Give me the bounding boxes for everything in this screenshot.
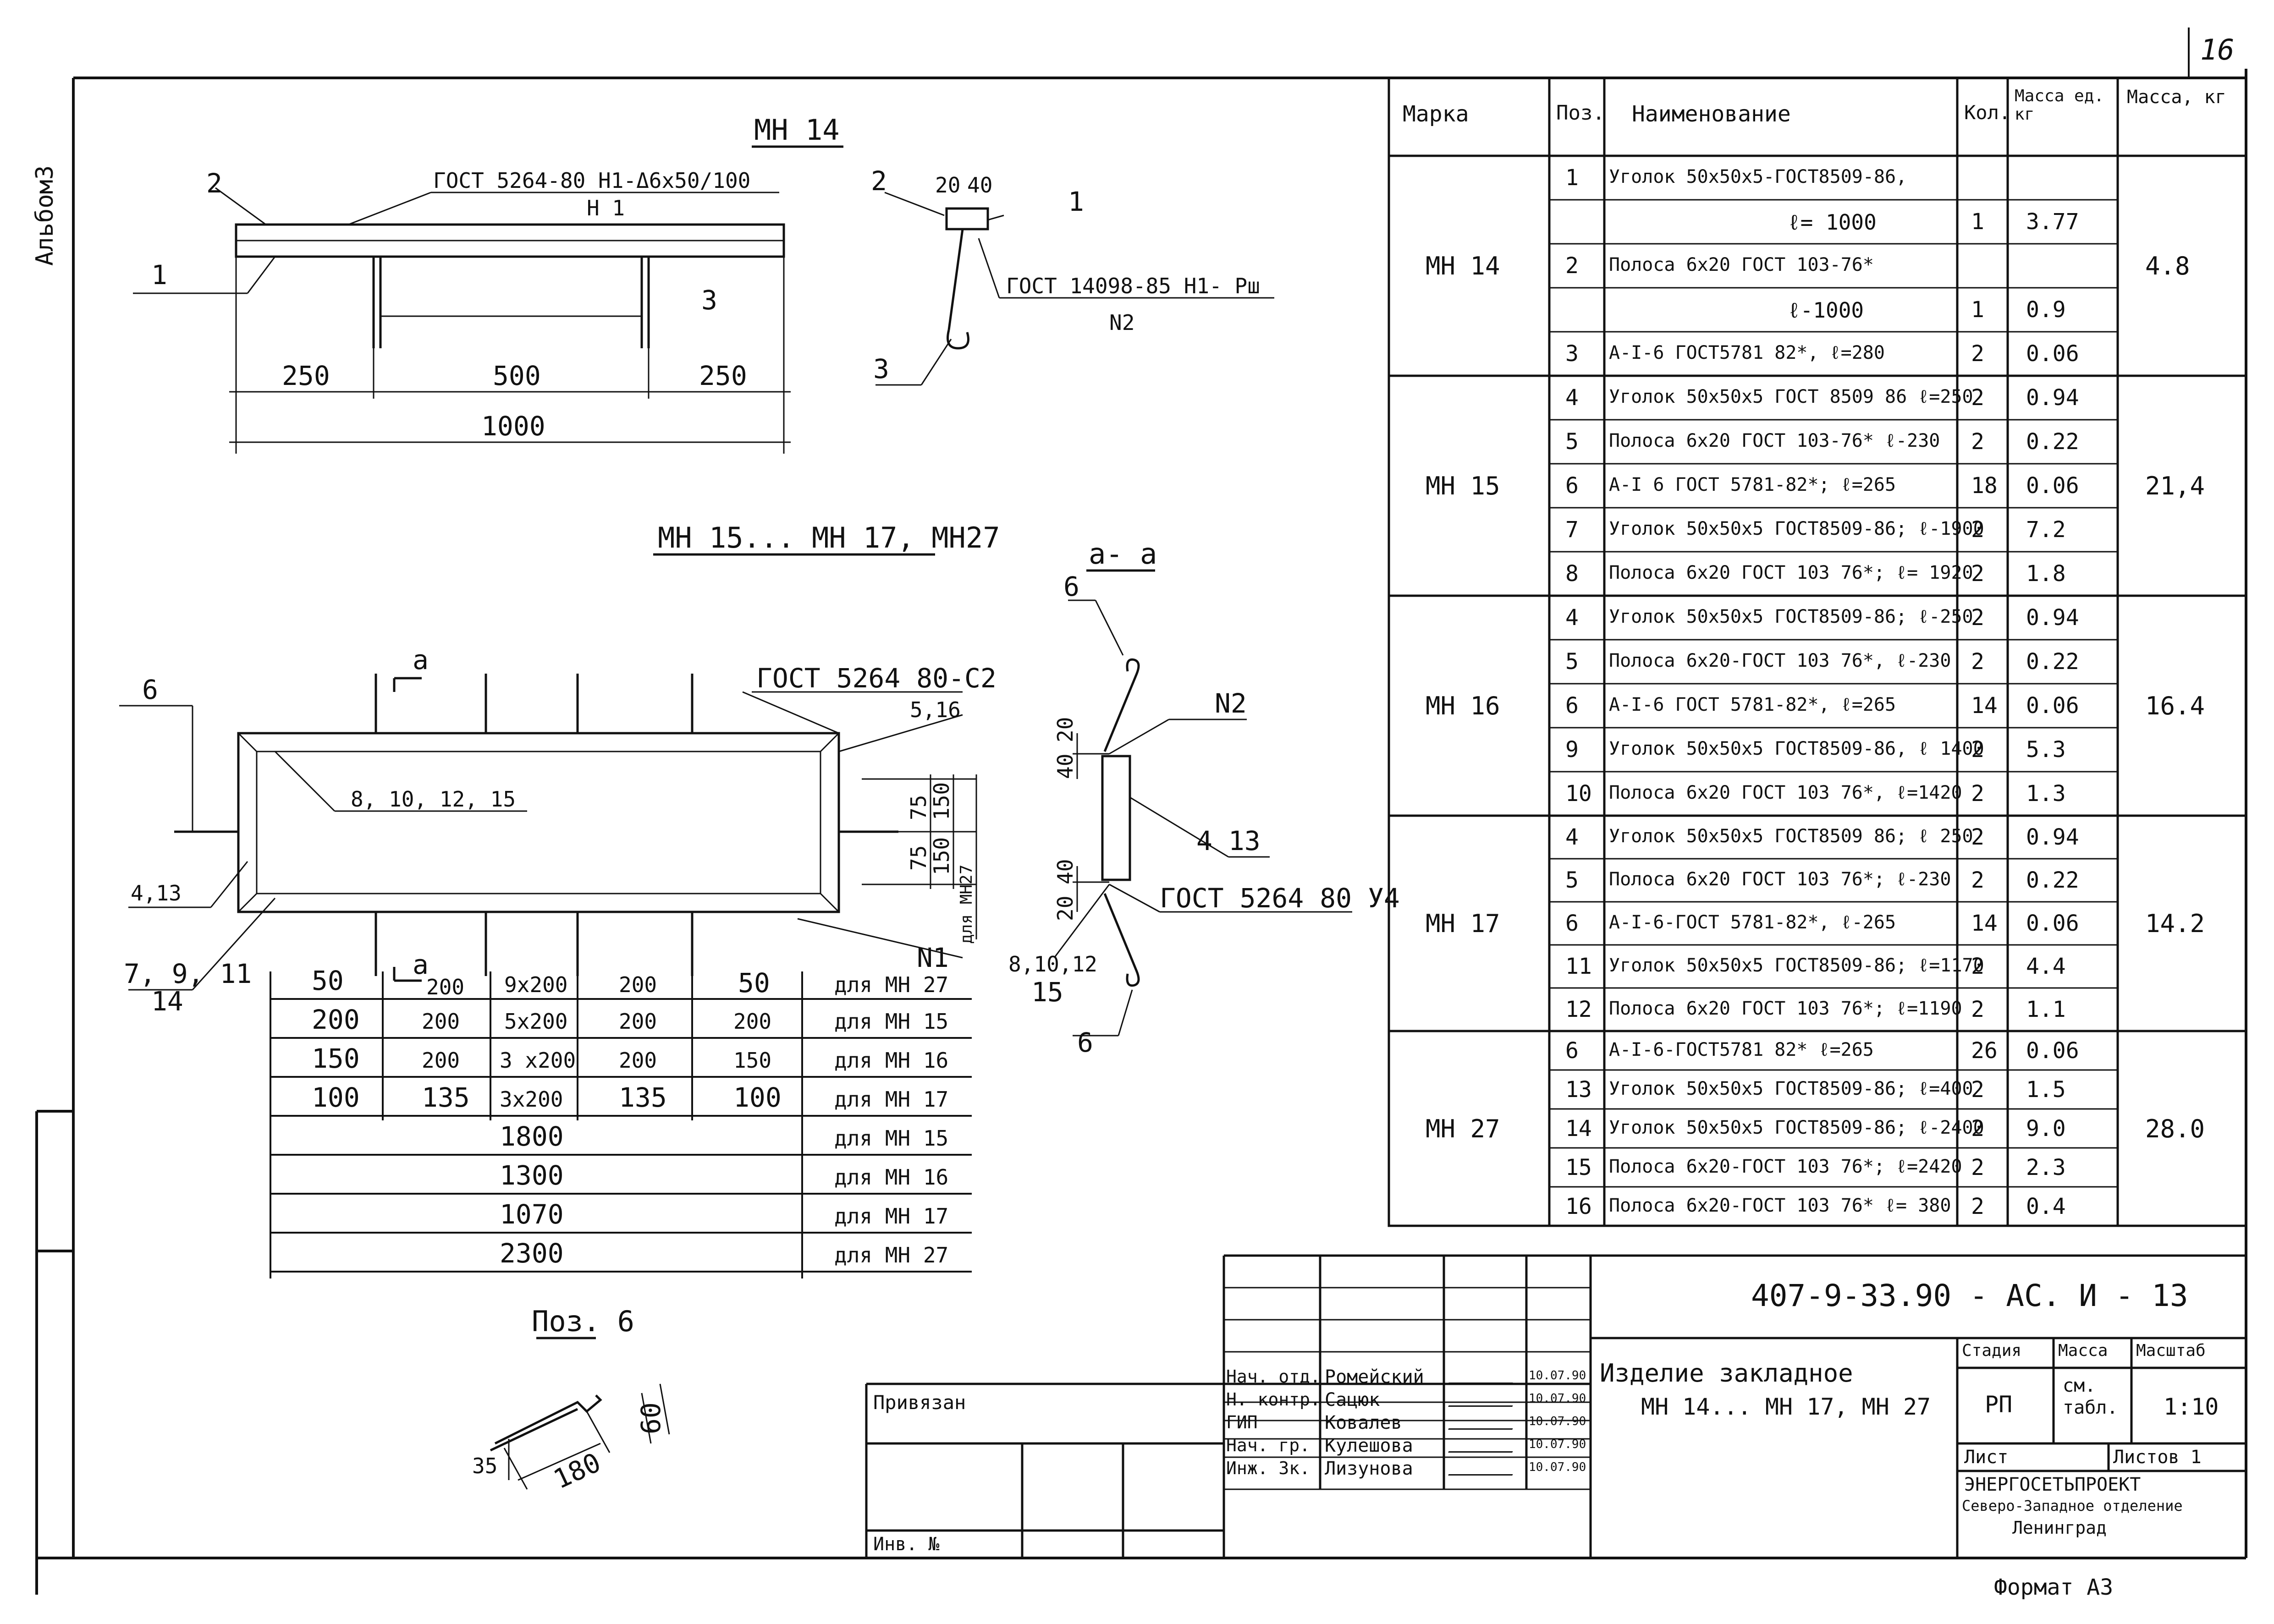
mn14-view	[133, 145, 1274, 454]
dim-total-3: 2300	[500, 1238, 564, 1269]
mn15-view	[119, 553, 977, 991]
dim-r1-note: для МН 15	[834, 1009, 948, 1034]
mn15-label-n1: N1	[917, 942, 949, 973]
dim-total-0: 1800	[500, 1121, 564, 1152]
mn14-dim-1000: 1000	[481, 411, 545, 442]
dim-table-lines	[270, 971, 972, 1278]
section-aa-20b: 20	[1053, 896, 1078, 921]
dim-r0-c3: 9х200	[504, 972, 567, 997]
format-label: Формат А3	[1994, 1575, 2113, 1600]
section-aa-40b: 40	[1053, 859, 1078, 884]
section-aa-40: 40	[1053, 754, 1078, 779]
dim-r2-note: для МН 16	[834, 1048, 948, 1073]
mn14-dim-500: 500	[493, 360, 541, 391]
mn14-sec-pos1: 1	[1068, 186, 1084, 217]
dim-total-2-note: для МН 17	[834, 1204, 948, 1229]
dim-total-0-note: для МН 15	[834, 1126, 948, 1151]
mn15-title: МН 15... МН 17, МН27	[658, 521, 1000, 554]
mn15-label-14: 14	[151, 986, 183, 1017]
mn14-dim-250a: 250	[282, 360, 330, 391]
mn15-section-a-top: а	[413, 644, 429, 675]
section-aa-title: а- а	[1089, 537, 1157, 571]
mn14-sec-pos2: 2	[871, 165, 887, 197]
dim-total-1: 1300	[500, 1160, 564, 1191]
stamp-lines	[865, 1254, 2246, 1558]
mn15-labels: МН 15... МН 17, МН27 ГОСТ 5264 80-С2 5,1…	[124, 521, 1000, 1017]
section-aa-labels: а- а 6 N2 40 20 4 13 20 40 ГОСТ 5264 80 …	[1008, 537, 1400, 1058]
page-number: 16	[2200, 33, 2235, 66]
mn15-label-413: 4,13	[131, 881, 182, 905]
spec-table-lines	[1388, 77, 2247, 1227]
mn15-label-516: 5,16	[910, 697, 961, 722]
mn14-weld-n1: Н 1	[587, 196, 625, 220]
dim-r1-c2: 200	[422, 1009, 460, 1034]
pos6-dim-180: 180	[549, 1447, 606, 1495]
section-aa	[1053, 569, 1352, 1037]
dim-r3-c1: 100	[312, 1082, 360, 1113]
mn14-weld2-std: ГОСТ 14098-85 Н1- Рш	[1006, 274, 1260, 298]
dim-r3-c3: 3х200	[500, 1087, 563, 1112]
dim-r3-c4: 135	[619, 1082, 667, 1113]
dim-r1-c4: 200	[619, 1009, 657, 1034]
section-aa-n2: N2	[1215, 688, 1247, 719]
dim-r1-c3: 5х200	[504, 1009, 567, 1034]
mn14-sec-20: 20	[935, 173, 960, 198]
mn14-pos2: 2	[206, 168, 222, 199]
mn15-label-79: 7, 9, 11	[124, 958, 252, 989]
dim-r2-c5: 150	[733, 1048, 771, 1073]
dim-r2-c1: 150	[312, 1043, 360, 1074]
mn14-sec-pos3: 3	[873, 353, 889, 384]
mn14-pos3: 3	[701, 285, 717, 316]
mn15-dim-75a: 75	[906, 795, 931, 820]
mn14-weld-std: ГОСТ 5264-80 Н1-Δ6х50/100	[433, 168, 750, 193]
section-aa-pos15: 15	[1031, 977, 1063, 1008]
dim-r0-c2: 200	[426, 975, 464, 999]
mn14-pos1: 1	[151, 259, 167, 291]
dim-total-3-note: для МН 27	[834, 1243, 948, 1267]
mn14-sec-40: 40	[967, 173, 992, 198]
dim-r0-c1: 50	[312, 965, 344, 996]
mn15-dim-150b: 150	[929, 837, 954, 875]
mn15-dim-75b: 75	[906, 845, 931, 871]
album-label: Альбом3	[31, 165, 59, 266]
mn15-dim-150a: 150	[929, 782, 954, 820]
dim-r2-c2: 200	[422, 1048, 460, 1073]
dim-total-1-note: для МН 16	[834, 1165, 948, 1190]
dim-r3-c2: 135	[422, 1082, 470, 1113]
mn15-weld-std: ГОСТ 5264 80-С2	[756, 663, 997, 694]
mn14-dim-250b: 250	[699, 360, 747, 391]
mn15-section-a-bot: а	[413, 949, 429, 980]
pos6-dim-60: 60	[635, 1402, 666, 1434]
pos6-detail	[490, 1337, 670, 1490]
mn15-for-mn27: для МН27	[957, 865, 976, 944]
pos6-labels: Поз. 6 60 35 180	[472, 1305, 666, 1495]
dim-r1-c5: 200	[733, 1009, 771, 1034]
section-aa-pos810: 8,10,12	[1008, 952, 1097, 977]
dim-r1-c1: 200	[312, 1004, 360, 1035]
mn14-title: МН 14	[754, 113, 840, 147]
pos6-dim-35: 35	[472, 1454, 497, 1478]
dim-table-text: 50 200 9х200 200 50 для МН 27 200 200 5х…	[312, 965, 948, 1269]
dim-total-2: 1070	[500, 1199, 564, 1230]
dim-r3-note: для МН 17	[834, 1087, 948, 1112]
section-aa-413: 4 13	[1196, 825, 1261, 856]
mn15-label-810: 8, 10, 12, 15	[351, 787, 516, 812]
mn14-weld2-n2: N2	[1109, 310, 1134, 335]
dim-r0-c4: 200	[619, 972, 657, 997]
dim-r0-c5: 50	[738, 967, 770, 999]
mn15-label-6: 6	[142, 674, 158, 705]
dim-r2-c3: 3 х200	[500, 1048, 576, 1073]
section-aa-20: 20	[1053, 717, 1078, 742]
dim-r0-note: для МН 27	[834, 972, 948, 997]
pos6-title: Поз. 6	[532, 1305, 634, 1338]
dim-r3-c5: 100	[733, 1082, 782, 1113]
section-aa-pos6b: 6	[1077, 1027, 1093, 1058]
section-aa-std: ГОСТ 5264 80 У4	[1160, 883, 1400, 914]
section-aa-pos6a: 6	[1063, 571, 1079, 602]
dim-r2-c4: 200	[619, 1048, 657, 1073]
mn14-labels: МН 14 ГОСТ 5264-80 Н1-Δ6х50/100 Н 1 2 1 …	[151, 113, 1260, 442]
